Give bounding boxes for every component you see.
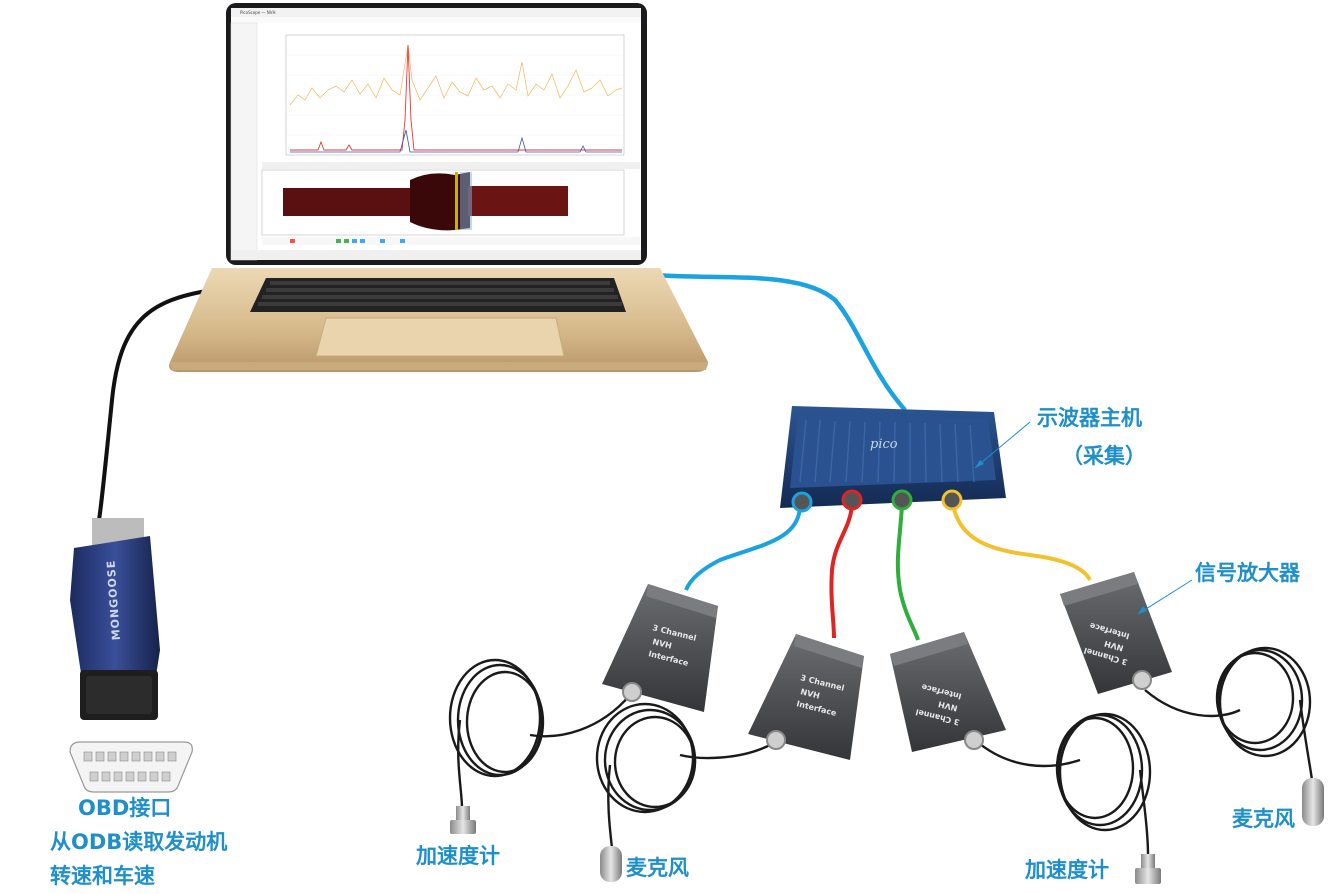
nvh-interface-1: 3 Channel NVH Interface (602, 584, 718, 712)
accelerometer-icon-1 (450, 806, 476, 834)
obd-connector-icon: MONGOOSE (70, 518, 160, 720)
label-obd-read-line1: 从ODB读取发动机 (50, 830, 228, 854)
obd-port-icon (69, 741, 193, 793)
label-microphone-2: 麦克风 (1232, 807, 1295, 831)
label-scope-host-sub: （采集） (1062, 444, 1146, 468)
cables (96, 272, 1092, 641)
sensor-cables (448, 646, 1314, 856)
bnc-ports (791, 489, 963, 513)
label-accelerometer-1: 加速度计 (416, 844, 500, 868)
label-accelerometer-2: 加速度计 (1025, 858, 1109, 882)
label-obd-read-line2: 转速和车速 (50, 864, 155, 888)
label-obd-port: OBD接口 (78, 796, 172, 820)
label-amplifier: 信号放大器 (1195, 561, 1300, 585)
svg-text:PicoScope — NVH: PicoScope — NVH (240, 10, 276, 15)
label-scope-host: 示波器主机 (1037, 406, 1142, 430)
accelerometer-icon-2 (1135, 854, 1161, 884)
oscilloscope-icon: pico (780, 406, 1006, 513)
microphone-icon-1 (600, 846, 622, 882)
screen-toolbar-icons (290, 239, 405, 243)
nvh-interface-3: 3 Channel NVH Interface (890, 632, 1006, 752)
nvh-interface-2: 3 Channel NVH Interface (748, 634, 864, 760)
microphone-icon-2 (1302, 778, 1324, 826)
label-microphone-1: 麦克风 (626, 856, 689, 880)
scope-brand: pico (870, 437, 898, 452)
nvh-interface-4: 3 Channel NVH Interface (1060, 572, 1172, 694)
obd-brand: MONGOOSE (104, 559, 123, 640)
laptop-icon: PicoScope — NVH (169, 3, 709, 372)
